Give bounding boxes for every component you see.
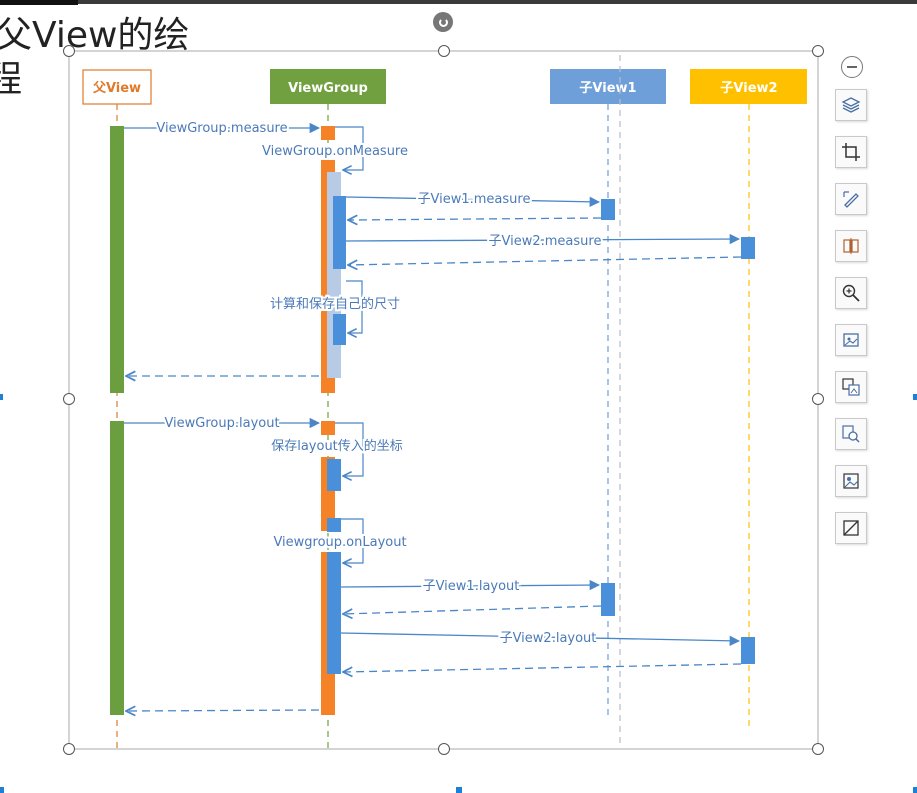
activation-vg-save (327, 459, 341, 491)
resize-handle-top[interactable] (438, 45, 450, 57)
zoom-icon[interactable] (835, 277, 867, 309)
slide-title-line2: 程 (0, 59, 23, 100)
participant-child1-box (550, 69, 666, 104)
participant-child2-box (690, 69, 807, 104)
resize-handle-left[interactable] (63, 393, 75, 405)
label-vg-onmeasure: ViewGroup.onMeasure (262, 144, 408, 159)
arrow-child1-layout (340, 579, 601, 591)
activation-child2-layout (741, 637, 755, 664)
arrow-child1-measure (345, 196, 601, 208)
arrow-calc-save (346, 280, 363, 333)
return-child1-layout (343, 605, 602, 614)
participant-parent-label: 父View (92, 81, 141, 96)
resize-handle-top-left[interactable] (63, 45, 75, 57)
outer-handle-bottom-left (0, 787, 4, 793)
rotate-handle-icon[interactable] (433, 12, 453, 32)
return-vg-layout (126, 710, 320, 711)
layers-icon[interactable] (835, 89, 867, 121)
activation-parent-measure (110, 126, 124, 393)
resize-handle-bottom[interactable] (438, 743, 450, 755)
label-child1-measure: 子View1.measure (418, 192, 531, 207)
arrow-vg-onlayout (341, 518, 364, 563)
activation-vg-measure-top (321, 126, 335, 140)
label-vg-layout: ViewGroup.layout (164, 416, 279, 431)
label-calc-save: 计算和保存自己的尺寸 (270, 296, 400, 312)
resize-handle-top-right[interactable] (812, 45, 824, 57)
image-effects-icon[interactable] (835, 465, 867, 497)
return-child2-measure (348, 256, 742, 265)
window-top-bar (0, 0, 917, 4)
label-child2-measure: 子View2.measure (489, 234, 602, 249)
outer-handle-right (913, 394, 917, 400)
window-top-tab (0, 0, 78, 5)
activation-vg-calc (333, 314, 346, 345)
activation-child1-layout (601, 583, 615, 616)
slide-title-line1: 父View的绘 (0, 15, 190, 56)
label-child2-layout: 子View2.layout (500, 631, 597, 646)
outer-handle-left (0, 394, 3, 400)
outer-handle-bottom (456, 787, 462, 793)
activation-vg-layout-top (321, 421, 335, 435)
image-frame-icon[interactable] (835, 324, 867, 356)
return-child1-measure (348, 218, 602, 220)
image-search-icon[interactable] (835, 418, 867, 450)
participant-viewgroup-label: ViewGroup (288, 81, 368, 96)
minus-icon[interactable] (841, 56, 863, 78)
arrow-child2-layout (340, 632, 741, 647)
arrow-vg-onmeasure (335, 126, 364, 170)
label-vg-measure: ViewGroup.measure (156, 121, 287, 136)
activation-child2-measure (741, 237, 755, 259)
resize-handle-right[interactable] (812, 393, 824, 405)
activation-vg-children-layout (327, 552, 341, 674)
activation-vg-onlayout-top (327, 518, 341, 532)
return-child2-layout (343, 663, 742, 672)
clear-icon[interactable] (835, 512, 867, 544)
align-icon[interactable] (835, 230, 867, 262)
outer-handle-bottom-right (913, 787, 917, 793)
label-child1-layout: 子View1.layout (423, 579, 520, 594)
activation-parent-layout (110, 421, 124, 715)
arrow-child2-measure (345, 233, 741, 245)
selection-frame (68, 50, 819, 750)
crop-icon[interactable] (835, 136, 867, 168)
image-replace-icon[interactable] (835, 371, 867, 403)
participant-parent-box (82, 69, 152, 105)
resize-handle-bottom-right[interactable] (812, 743, 824, 755)
arrow-save-coords (335, 422, 364, 476)
activation-vg-children-measure (333, 196, 346, 269)
edit-pen-icon[interactable] (835, 183, 867, 215)
participant-viewgroup-box (270, 69, 386, 104)
resize-handle-bottom-left[interactable] (63, 743, 75, 755)
participant-child2-label: 子View2 (720, 81, 777, 96)
activation-child1-measure (601, 199, 615, 220)
label-save-coords: 保存layout传入的坐标 (271, 438, 403, 454)
participant-child1-label: 子View1 (579, 81, 636, 96)
label-vg-onlayout: Viewgroup.onLayout (273, 535, 406, 550)
